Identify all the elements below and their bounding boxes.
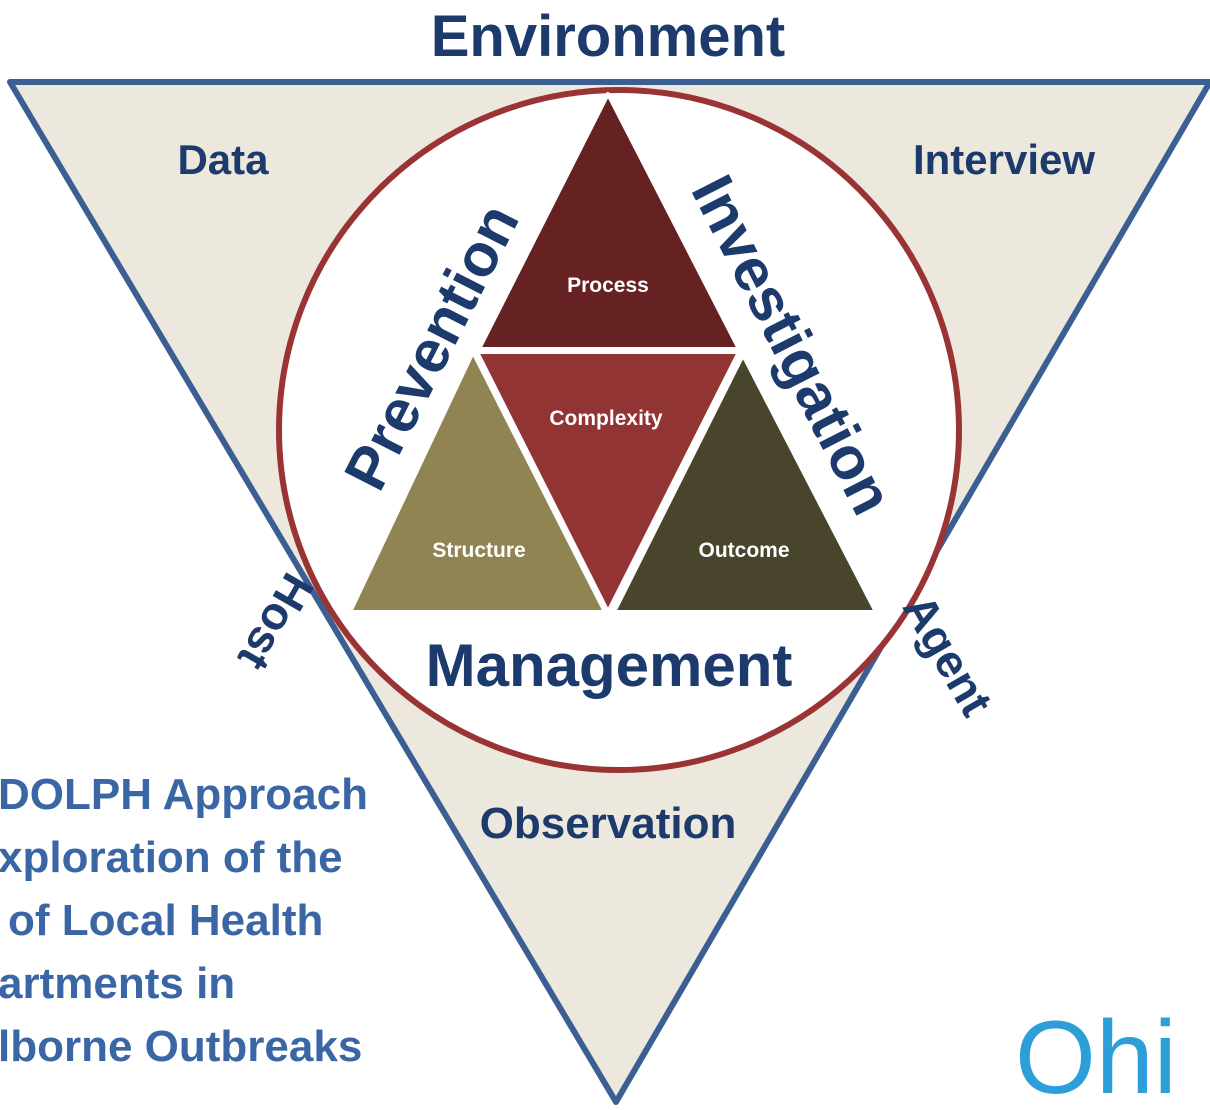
caption-line-5: lborne Outbreaks (0, 1022, 362, 1071)
caption-line-3: of Local Health (8, 896, 323, 945)
brand-text: Ohi (1015, 1000, 1177, 1110)
host-group: Host (228, 565, 324, 680)
complexity-triangle (475, 350, 741, 614)
environment-label: Environment (431, 4, 786, 69)
management-label: Management (426, 632, 793, 699)
caption-line-1: DOLPH Approach (0, 770, 368, 819)
caption-line-4: artments in (0, 959, 235, 1008)
agent-group: Agent (893, 586, 1003, 725)
agent-label: Agent (893, 586, 1003, 725)
structure-label: Structure (432, 539, 525, 562)
process-triangle (477, 92, 741, 351)
observation-label: Observation (480, 799, 737, 848)
outcome-label: Outcome (698, 539, 789, 562)
host-label: Host (228, 565, 324, 680)
complexity-label: Complexity (549, 407, 663, 430)
structure-triangle (348, 350, 607, 614)
outcome-triangle (612, 353, 878, 614)
caption-line-2: xploration of the (0, 833, 343, 882)
data-label: Data (177, 136, 269, 183)
interview-label: Interview (913, 136, 1095, 183)
process-label: Process (567, 274, 649, 297)
